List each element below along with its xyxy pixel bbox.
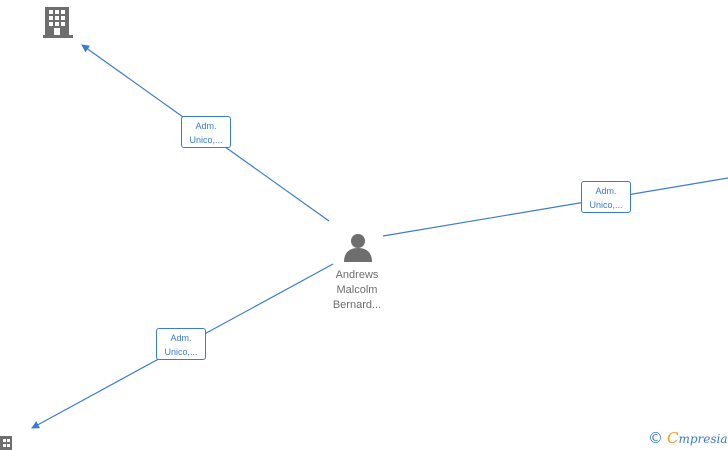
- relation-label-top-left[interactable]: Adm. Unico,...: [181, 116, 231, 148]
- person-name[interactable]: Andrews Malcolm Bernard...: [318, 268, 396, 313]
- relation-role: Adm.: [595, 186, 617, 196]
- brand-initial: C: [667, 429, 679, 447]
- brand-footer: © Cmpresia: [648, 428, 728, 448]
- person-name-line: Bernard...: [332, 299, 382, 311]
- copyright-icon: ©: [648, 429, 663, 447]
- brand-logo[interactable]: Cmpresia: [667, 429, 728, 447]
- person-name-line: Malcolm: [336, 284, 378, 296]
- person-icon[interactable]: [344, 234, 372, 262]
- relation-role-detail: Unico,...: [164, 347, 198, 357]
- building-icon[interactable]: [0, 436, 12, 450]
- relation-label-right[interactable]: Adm. Unico,...: [581, 181, 631, 213]
- building-icon[interactable]: [43, 7, 73, 38]
- relation-label-bottom-left[interactable]: Adm. Unico,...: [156, 328, 206, 360]
- relation-role-detail: Unico,...: [189, 135, 223, 145]
- relation-role: Adm.: [195, 121, 217, 131]
- edge-right: [382, 177, 728, 237]
- relation-role-detail: Unico,...: [589, 200, 623, 210]
- person-name-line: Andrews: [335, 269, 379, 281]
- relation-role: Adm.: [170, 333, 192, 343]
- brand-name: mpresia: [678, 432, 728, 446]
